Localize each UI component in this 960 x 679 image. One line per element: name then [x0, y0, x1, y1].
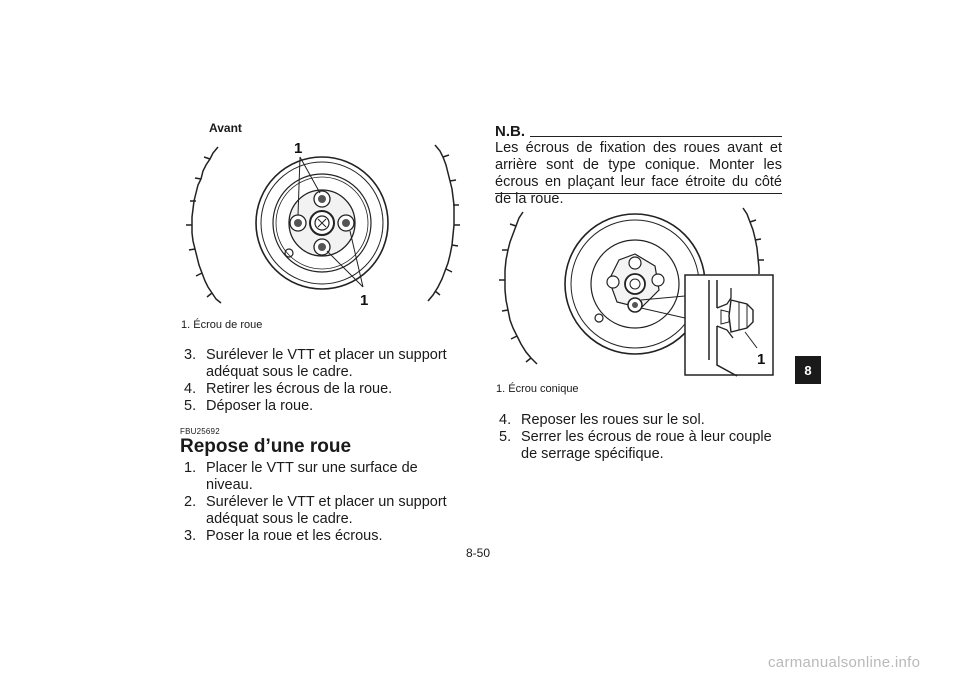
removal-steps: 3. Surélever le VTT et placer un support… [184, 347, 468, 415]
final-steps: 4. Reposer les roues sur le sol. 5. Serr… [499, 412, 783, 463]
chapter-tab[interactable]: 8 [795, 356, 821, 384]
page-number: 8-50 [466, 546, 491, 560]
valve-stem [594, 313, 604, 323]
list-item: 3. Surélever le VTT et placer un support… [184, 347, 447, 380]
center-cap [624, 273, 646, 295]
lug-nut-left [289, 214, 307, 232]
callout-line [744, 331, 758, 349]
lug-nut-right [337, 214, 355, 232]
list-item: 5. Déposer la roue. [184, 398, 314, 414]
list-item: 4. Retirer les écrous de la roue. [184, 381, 393, 397]
note-bottom-rule [495, 193, 782, 194]
front-wheel-illustration: 1 1 [186, 140, 460, 309]
list-item: 5. Serrer les écrous de roue à leur coup… [499, 429, 772, 462]
valve-stem [284, 248, 294, 258]
note-title: N.B. [495, 123, 525, 140]
note-top-rule [530, 136, 782, 137]
callout-label-bottom: 1 [360, 292, 368, 309]
lug-nut-bottom [313, 238, 331, 256]
callout-label: 1 [757, 351, 765, 368]
tire-left-edge [504, 211, 538, 365]
left-figure-caption: 1. Écrou de roue [181, 319, 263, 331]
note-text: Les écrous de fixation des roues avant e… [495, 140, 782, 207]
tire-left-edge [191, 146, 222, 304]
installation-steps: 1. Placer le VTT sur une surface de nive… [184, 460, 468, 545]
section-title: Repose d’une roue [180, 436, 352, 457]
section-code: FBU25692 [180, 427, 220, 436]
tire-right-edge [427, 144, 455, 302]
watermark: carmanualsonline.info [768, 654, 921, 671]
list-item: 2. Surélever le VTT et placer un support… [184, 494, 447, 527]
figure-title-avant: Avant [209, 121, 242, 135]
tire-right-edge [742, 207, 760, 274]
tapered-nut-illustration: 1 [499, 207, 774, 377]
lug-nut-top [313, 190, 331, 208]
list-item: 3. Poser la roue et les écrous. [184, 528, 383, 544]
right-figure-caption: 1. Écrou conique [496, 383, 579, 395]
rim-outer [255, 156, 389, 290]
list-item: 1. Placer le VTT sur une surface de nive… [184, 460, 418, 493]
callout-label-top: 1 [294, 140, 302, 157]
callout-line-bottom [326, 230, 364, 288]
detail-inset [684, 274, 774, 376]
callout-line-top [297, 156, 321, 216]
list-item: 4. Reposer les roues sur le sol. [499, 412, 705, 428]
